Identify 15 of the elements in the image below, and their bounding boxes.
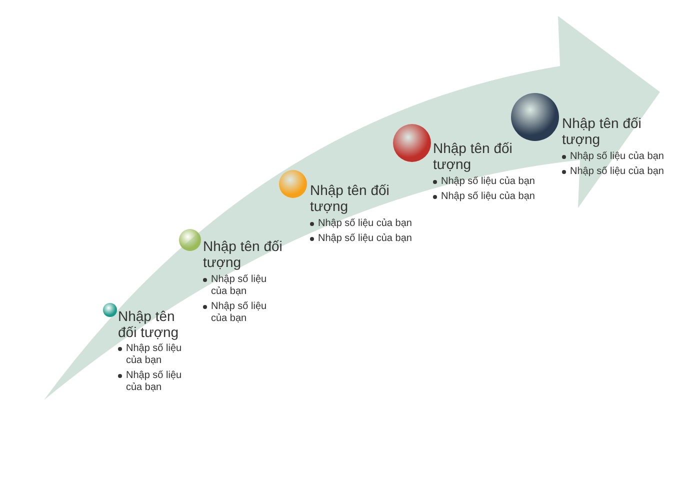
bullet-item: Nhập số liệu của bạn: [203, 301, 283, 325]
step-title: Nhập tên đối tượng: [203, 238, 284, 270]
step-title: Nhập tên đối tượng: [310, 182, 390, 214]
step-title: Nhập tên đối tượng: [562, 115, 642, 147]
step-title: Nhập tên đối tượng: [118, 308, 180, 340]
bullet-item: Nhập số liệu của bạn: [203, 274, 283, 298]
bullet-item: Nhập số liệu của bạn: [118, 343, 186, 367]
bullet-item: Nhập số liệu của bạn: [118, 370, 186, 394]
step-title: Nhập tên đối tượng: [433, 140, 514, 172]
bullet-item: Nhập số liệu của bạn: [562, 151, 672, 163]
bullet-item: Nhập số liệu của bạn: [433, 191, 543, 203]
bullet-item: Nhập số liệu của bạn: [562, 166, 672, 178]
bullet-item: Nhập số liệu của bạn: [433, 176, 543, 188]
bullet-item: Nhập số liệu của bạn: [310, 233, 420, 245]
bullet-item: Nhập số liệu của bạn: [310, 218, 420, 230]
